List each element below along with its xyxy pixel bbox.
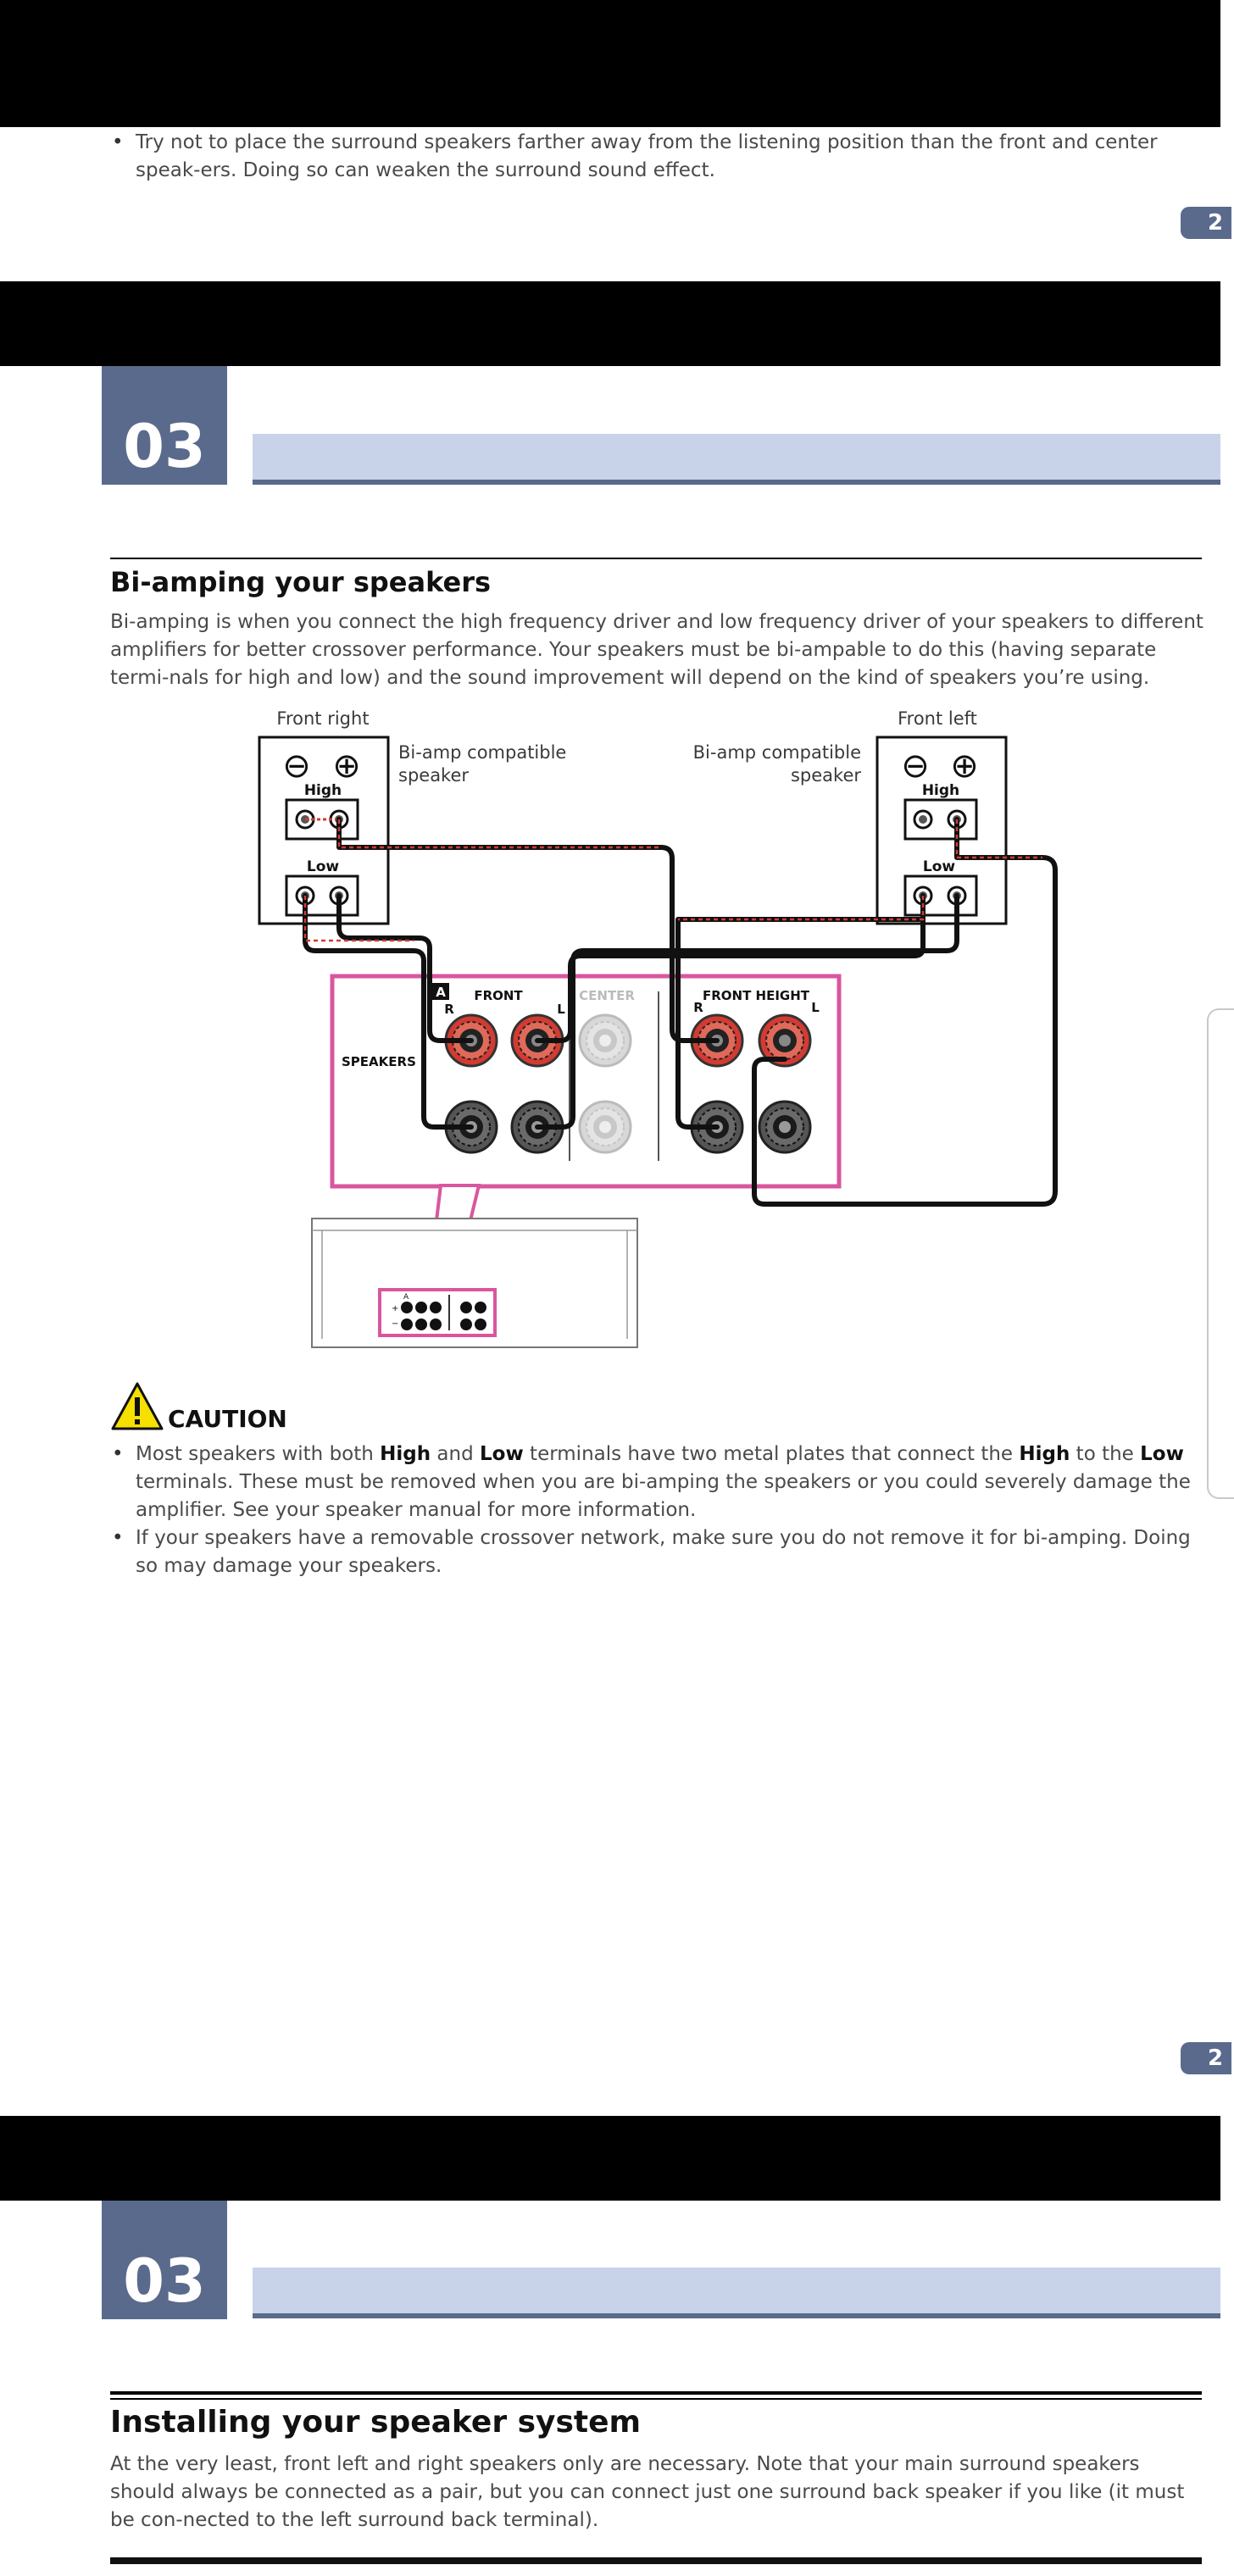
- front-right-speaker: ⊖ ⊕ High Low: [258, 736, 390, 925]
- section-double-rule-top: [110, 2391, 1202, 2395]
- front-l-label: L: [557, 1002, 565, 1017]
- chapter-box: 03: [102, 2201, 227, 2319]
- section-intro: At the very least, front left and right …: [110, 2453, 1185, 2531]
- receiver-rear-panel: A + −: [311, 1184, 638, 1348]
- section-heading: Installing your speaker system: [110, 2405, 642, 2440]
- low-label: Low: [923, 858, 956, 875]
- page-number-tab: 2: [1181, 207, 1231, 239]
- next-heading-edge: [110, 2557, 1202, 2564]
- list-item: If your speakers have a removable crosso…: [110, 1524, 1203, 1580]
- list-item: Try not to place the surround speakers f…: [110, 129, 1203, 185]
- page-number-tab: 2: [1181, 2042, 1231, 2074]
- height-r-label: R: [693, 1000, 703, 1015]
- bold-term: Low: [480, 1443, 524, 1465]
- bullet-text: and: [431, 1443, 481, 1465]
- bold-term: Low: [1140, 1443, 1184, 1465]
- panel-plus-label: +: [392, 1304, 398, 1313]
- bullet-text: terminals. These must be removed when yo…: [136, 1471, 1191, 1521]
- top-page-black-band: [0, 0, 1220, 127]
- height-l-label: L: [811, 1000, 820, 1015]
- speaker-wires: [303, 817, 1058, 1207]
- compat-right-label-2: speaker: [398, 765, 469, 786]
- minus-symbol: ⊖: [282, 747, 311, 786]
- high-label: High: [922, 782, 959, 799]
- bold-term: High: [380, 1443, 431, 1465]
- plus-symbol: ⊕: [950, 747, 979, 786]
- bold-term: High: [1019, 1443, 1070, 1465]
- list-item: Most speakers with both High and Low ter…: [110, 1441, 1203, 1524]
- section-a-label: A: [436, 985, 446, 1000]
- chapter-number: 03: [123, 412, 206, 481]
- chapter-header-band: [253, 2268, 1220, 2318]
- front-height-label: FRONT HEIGHT: [703, 988, 810, 1003]
- section-rule: [110, 558, 1202, 559]
- top-bullet-list: Try not to place the surround speakers f…: [110, 129, 1203, 185]
- chapter-box: 03: [102, 366, 227, 485]
- chapter-header-band: [253, 434, 1220, 485]
- section-heading: Bi-amping your speakers: [110, 566, 492, 598]
- section-intro: Bi-amping is when you connect the high f…: [110, 611, 1203, 689]
- bullet-text: terminals have two metal plates that con…: [523, 1443, 1020, 1465]
- compat-left-label-2: speaker: [791, 765, 861, 786]
- speaker-terminal-panel: SPEAKERS A FRONT CENTER FRONT HEIGHT R L…: [330, 974, 842, 1189]
- compat-left-label-1: Bi-amp compatible: [693, 742, 861, 763]
- front-r-label: R: [444, 1002, 454, 1017]
- front-left-label: Front left: [898, 708, 977, 729]
- jumper-marks: [303, 819, 1042, 942]
- minus-symbol: ⊖: [901, 747, 930, 786]
- bullet-text: to the: [1070, 1443, 1141, 1465]
- panel-a-label: A: [403, 1293, 409, 1302]
- front-left-speaker: ⊖ ⊕ High Low: [875, 736, 1008, 925]
- caution-bullet-list: Most speakers with both High and Low ter…: [110, 1441, 1203, 1580]
- front-label: FRONT: [474, 988, 523, 1003]
- section-double-rule-bottom: [110, 2398, 1202, 2400]
- caution-label: CAUTION: [168, 1405, 287, 1433]
- chapter-number: 03: [123, 2246, 206, 2316]
- bullet-text: Most speakers with both: [136, 1443, 381, 1465]
- center-label: CENTER: [579, 988, 635, 1003]
- low-label: Low: [307, 858, 340, 875]
- warning-icon: [111, 1382, 164, 1430]
- plus-symbol: ⊕: [332, 747, 361, 786]
- compat-right-label-1: Bi-amp compatible: [398, 742, 566, 763]
- page-separator-band: [0, 281, 1220, 366]
- side-index-tab: [1207, 1008, 1234, 1499]
- page-separator-band: [0, 2116, 1220, 2201]
- speakers-label: SPEAKERS: [342, 1054, 416, 1069]
- front-right-label: Front right: [276, 708, 369, 729]
- high-label: High: [304, 782, 342, 799]
- panel-minus-label: −: [392, 1319, 398, 1329]
